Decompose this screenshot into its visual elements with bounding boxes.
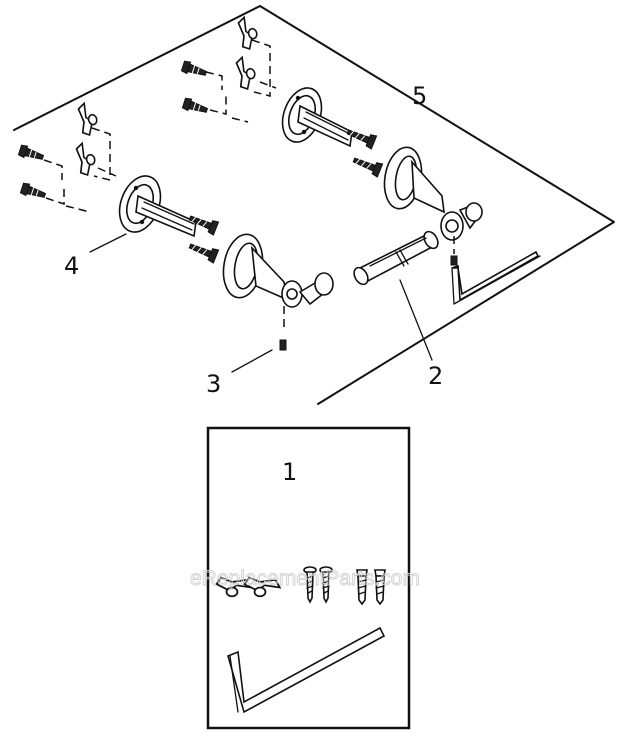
kit-hex-key <box>227 626 386 714</box>
watermark: eReplacementParts.com <box>190 567 420 590</box>
anchor-screws-right <box>180 14 277 123</box>
wall-bracket-right <box>180 14 384 178</box>
holder-post-left <box>222 233 334 351</box>
assembly-frame <box>13 5 615 405</box>
holder-post-right <box>383 146 483 266</box>
hex-key-small <box>451 250 541 305</box>
set-screw-right <box>450 255 458 266</box>
hardware-kit-box: 1 <box>206 426 411 730</box>
callout-4: 4 <box>64 252 79 280</box>
callout-2: 2 <box>428 362 443 390</box>
callout-5: 5 <box>412 82 427 110</box>
paper-roller <box>353 230 439 286</box>
wall-bracket-left <box>17 100 220 264</box>
callout-leaders <box>89 233 433 373</box>
callout-3: 3 <box>206 370 221 398</box>
set-screw-left <box>279 339 287 351</box>
callout-1: 1 <box>282 458 297 486</box>
